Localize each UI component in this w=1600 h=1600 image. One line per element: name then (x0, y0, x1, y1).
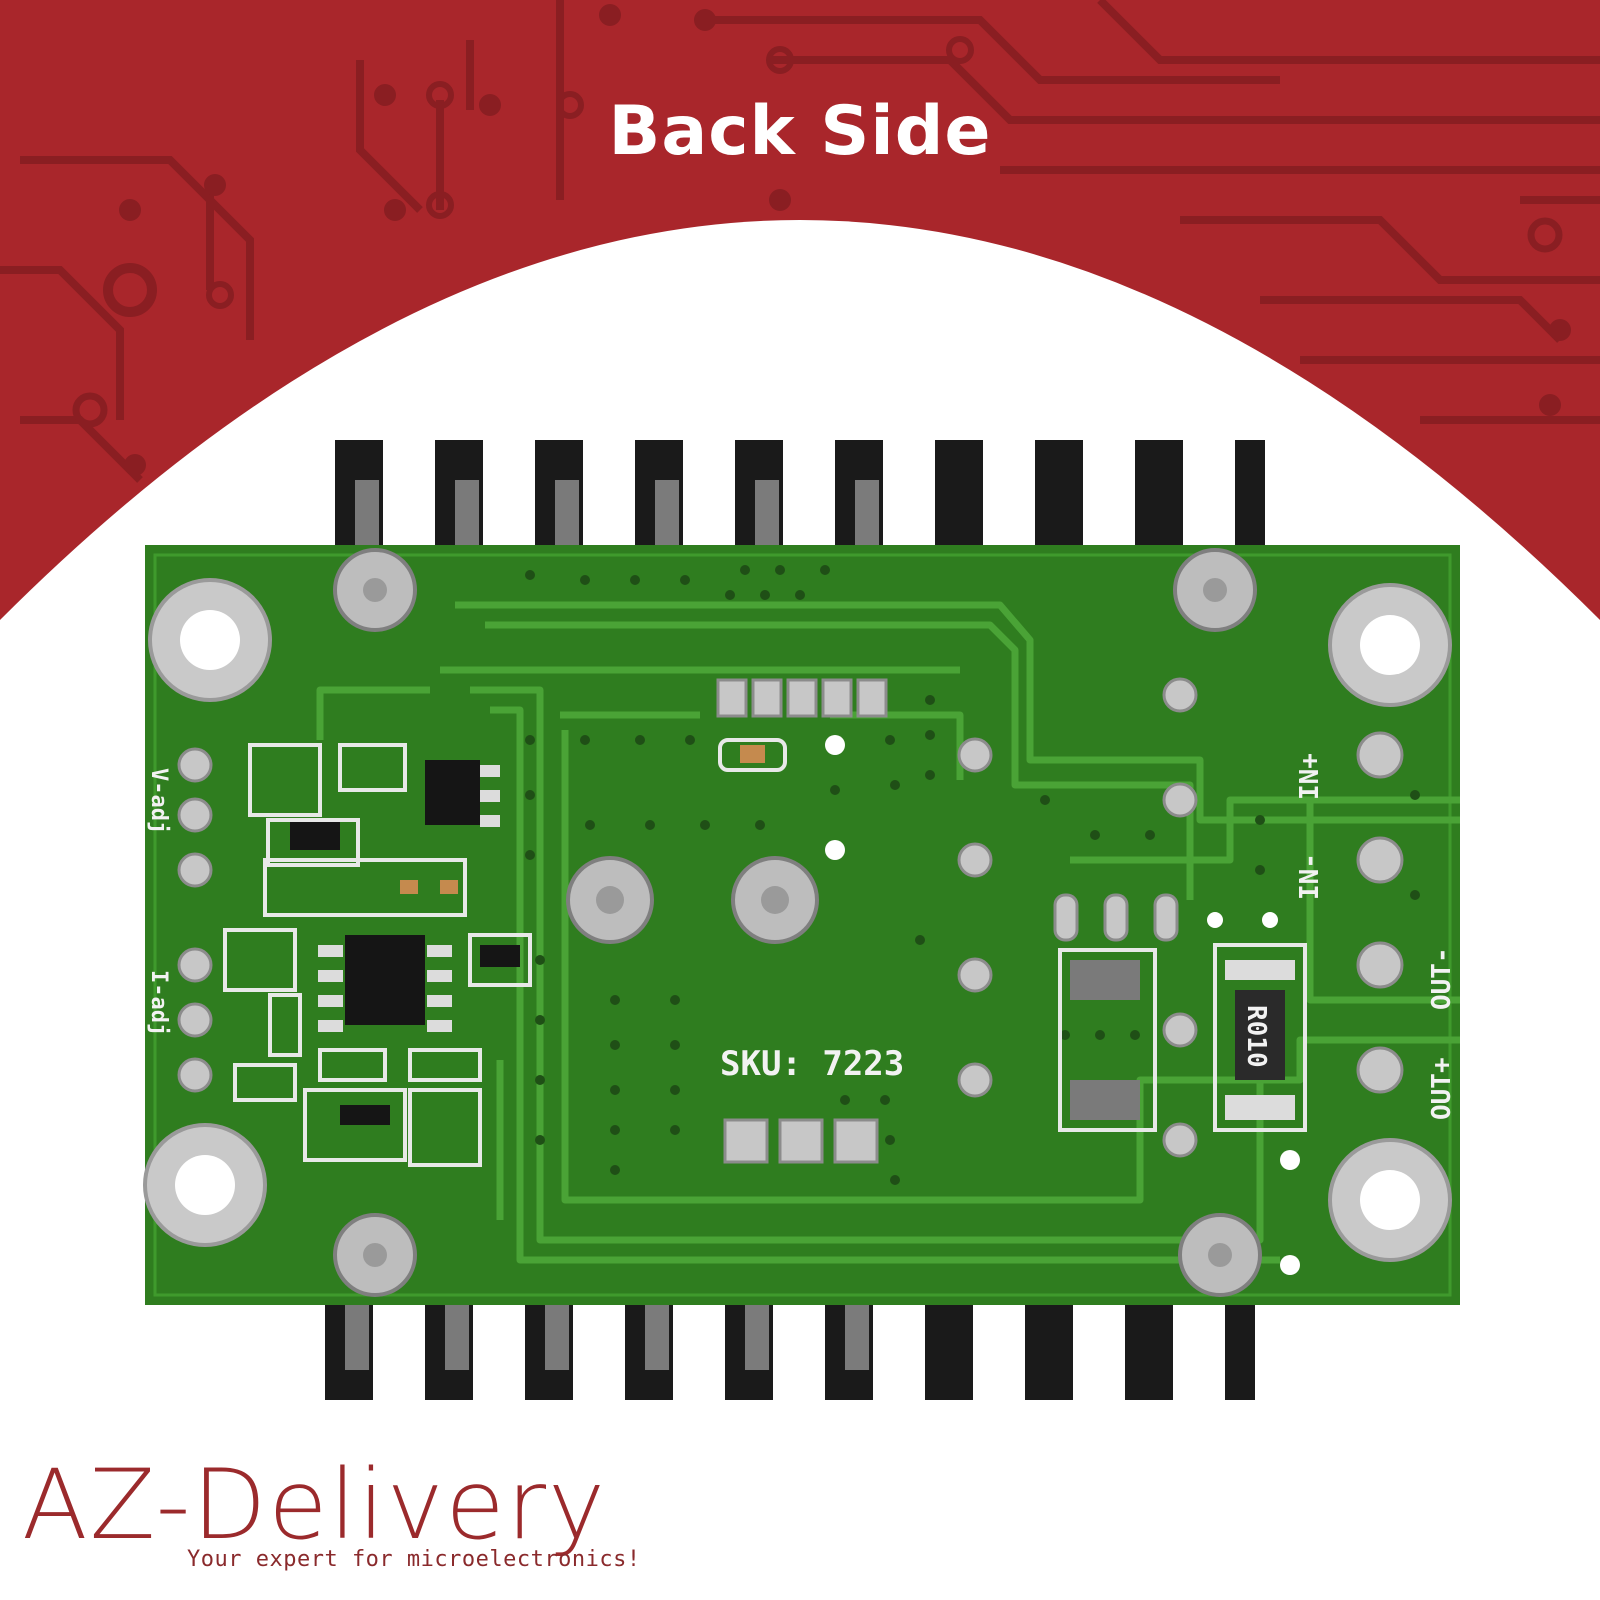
mounting-holes (143, 578, 1452, 1262)
brand-tagline: Your expert for microelectronics! (187, 1547, 641, 1572)
circuit-pattern (0, 0, 1600, 483)
pin-label-out-plus: OUT+ (1427, 1057, 1457, 1120)
resistor-marking: R010 (1241, 1005, 1271, 1068)
circuit-nodes (72, 4, 1571, 476)
vias (525, 565, 1420, 1185)
brand-logo: AZ-Delivery Your expert for microelectro… (22, 1455, 662, 1585)
pin-label-in-plus: IN+ (1295, 753, 1325, 800)
brand-name: AZ-Delivery (22, 1449, 607, 1561)
heatsink-fins (325, 440, 1265, 1400)
smd-components (223, 738, 1307, 1167)
pin-label-out-minus: OUT- (1427, 947, 1457, 1010)
solder-pads (177, 677, 1404, 1164)
page-title: Back Side (608, 92, 992, 171)
pin-label-v-adj: V-adj (146, 768, 171, 834)
pin-label-i-adj: I-adj (146, 970, 171, 1036)
pin-label-in-minus: IN- (1295, 853, 1325, 900)
board-sku: SKU: 7223 (720, 1044, 904, 1084)
